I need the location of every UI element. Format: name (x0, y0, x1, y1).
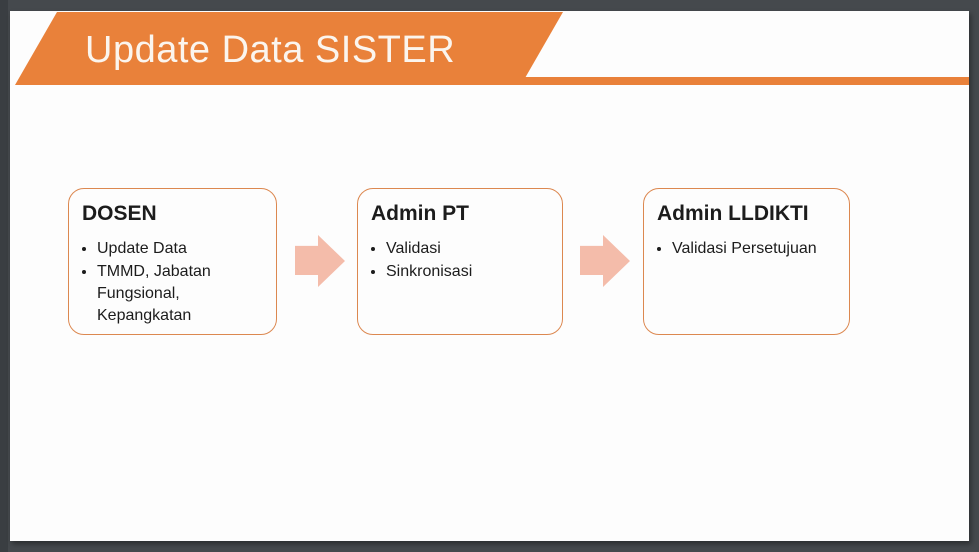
bullet-item: Sinkronisasi (386, 261, 550, 283)
step-box-admin-lldikti: Admin LLDIKTI Validasi Persetujuan (643, 188, 850, 335)
title-banner (15, 12, 563, 85)
step-box-dosen: DOSEN Update Data TMMD, Jabatan Fungsion… (68, 188, 277, 335)
page-title: Update Data SISTER (85, 29, 456, 71)
bullet-list: Update Data TMMD, Jabatan Fungsional, Ke… (82, 238, 264, 327)
bullet-item: Validasi Persetujuan (672, 238, 837, 260)
bullet-list: Validasi Persetujuan (657, 238, 837, 260)
arrow-right-icon (580, 235, 630, 287)
arrow-right-icon (295, 235, 345, 287)
step-title: Admin PT (371, 202, 469, 225)
slide: Update Data SISTER DOSEN Update Data TMM… (10, 11, 969, 541)
bullet-item: TMMD, Jabatan Fungsional, Kepangkatan (97, 261, 264, 327)
step-box-admin-pt: Admin PT Validasi Sinkronisasi (357, 188, 563, 335)
frame-left-edge (0, 0, 8, 552)
title-banner-strip (521, 77, 969, 85)
bullet-item: Validasi (386, 238, 550, 260)
step-title: Admin LLDIKTI (657, 202, 809, 225)
bullet-list: Validasi Sinkronisasi (371, 238, 550, 283)
step-title: DOSEN (82, 202, 157, 225)
bullet-item: Update Data (97, 238, 264, 260)
